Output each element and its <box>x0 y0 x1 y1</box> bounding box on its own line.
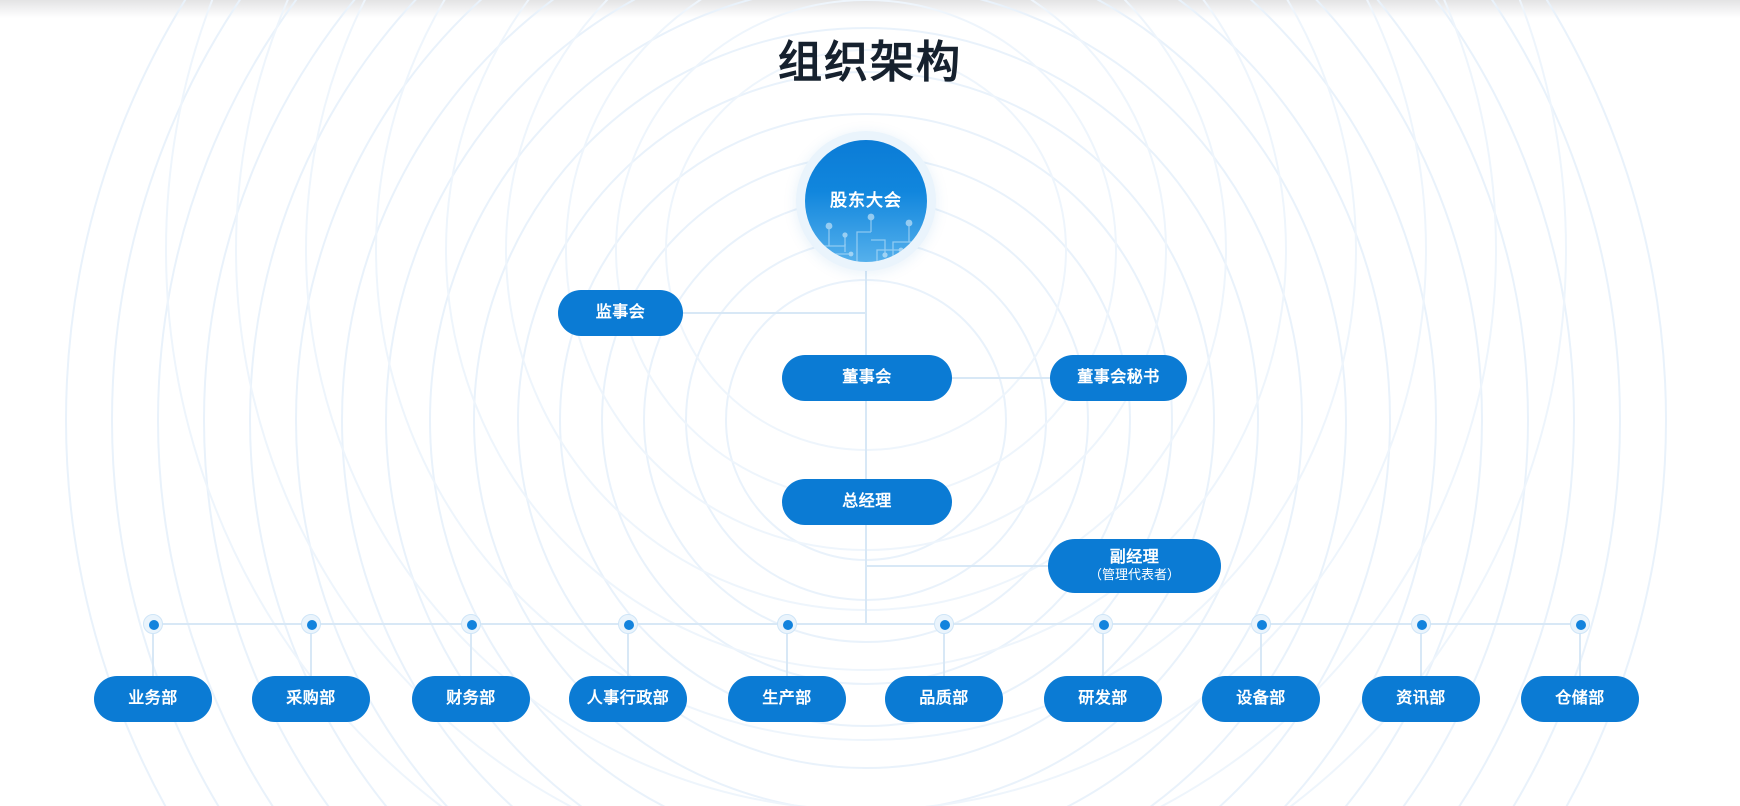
connector-dot <box>1570 614 1590 634</box>
org-node-label: 品质部 <box>919 689 969 707</box>
org-node-department[interactable]: 财务部 <box>412 676 530 722</box>
org-node-label: 仓储部 <box>1555 689 1605 707</box>
org-node-department[interactable]: 仓储部 <box>1521 676 1639 722</box>
org-node-department[interactable]: 设备部 <box>1202 676 1320 722</box>
org-node-label: 人事行政部 <box>586 689 670 707</box>
org-node-department[interactable]: 采购部 <box>252 676 370 722</box>
org-node-label: 资讯部 <box>1396 689 1446 707</box>
org-node-deputy-manager[interactable]: 副经理 （管理代表者） <box>1048 539 1221 593</box>
org-node-department[interactable]: 资讯部 <box>1362 676 1480 722</box>
org-node-board-secretary[interactable]: 董事会秘书 <box>1050 355 1187 401</box>
connector-dot <box>934 614 954 634</box>
org-node-department[interactable]: 品质部 <box>885 676 1003 722</box>
org-node-label: 监事会 <box>595 303 646 321</box>
connector-dot <box>143 614 163 634</box>
org-node-label: 董事会秘书 <box>1077 368 1160 386</box>
org-node-department[interactable]: 业务部 <box>94 676 212 722</box>
connector-dot <box>301 614 321 634</box>
org-node-label: 生产部 <box>762 689 812 707</box>
page-title: 组织架构 <box>778 38 962 87</box>
connector-dot <box>1093 614 1113 634</box>
org-node-label: 董事会 <box>842 368 892 386</box>
root-node-body: 股东大会 <box>805 140 927 262</box>
org-node-label: 股东大会 <box>830 190 902 210</box>
org-node-label: 总经理 <box>842 492 892 510</box>
connector-dot <box>1411 614 1431 634</box>
connector-dot <box>777 614 797 634</box>
org-node-supervisory-board[interactable]: 监事会 <box>558 290 683 336</box>
org-node-label: 副经理 <box>1109 548 1160 566</box>
connector-dot <box>461 614 481 634</box>
circuit-pattern-icon <box>812 213 924 262</box>
connector-dot <box>1251 614 1271 634</box>
org-node-label: 设备部 <box>1236 689 1286 707</box>
org-node-shareholders-meeting[interactable]: 股东大会 <box>796 131 936 271</box>
org-node-department[interactable]: 人事行政部 <box>569 676 687 722</box>
org-node-department[interactable]: 研发部 <box>1044 676 1162 722</box>
org-node-department[interactable]: 生产部 <box>728 676 846 722</box>
org-node-label: 采购部 <box>286 689 336 707</box>
org-node-sublabel: （管理代表者） <box>1088 567 1180 583</box>
org-node-label: 研发部 <box>1078 689 1128 707</box>
org-node-general-manager[interactable]: 总经理 <box>782 479 952 525</box>
org-node-label: 财务部 <box>446 689 496 707</box>
org-node-board-of-directors[interactable]: 董事会 <box>782 355 952 401</box>
org-node-label: 业务部 <box>128 689 178 707</box>
connector-dot <box>618 614 638 634</box>
